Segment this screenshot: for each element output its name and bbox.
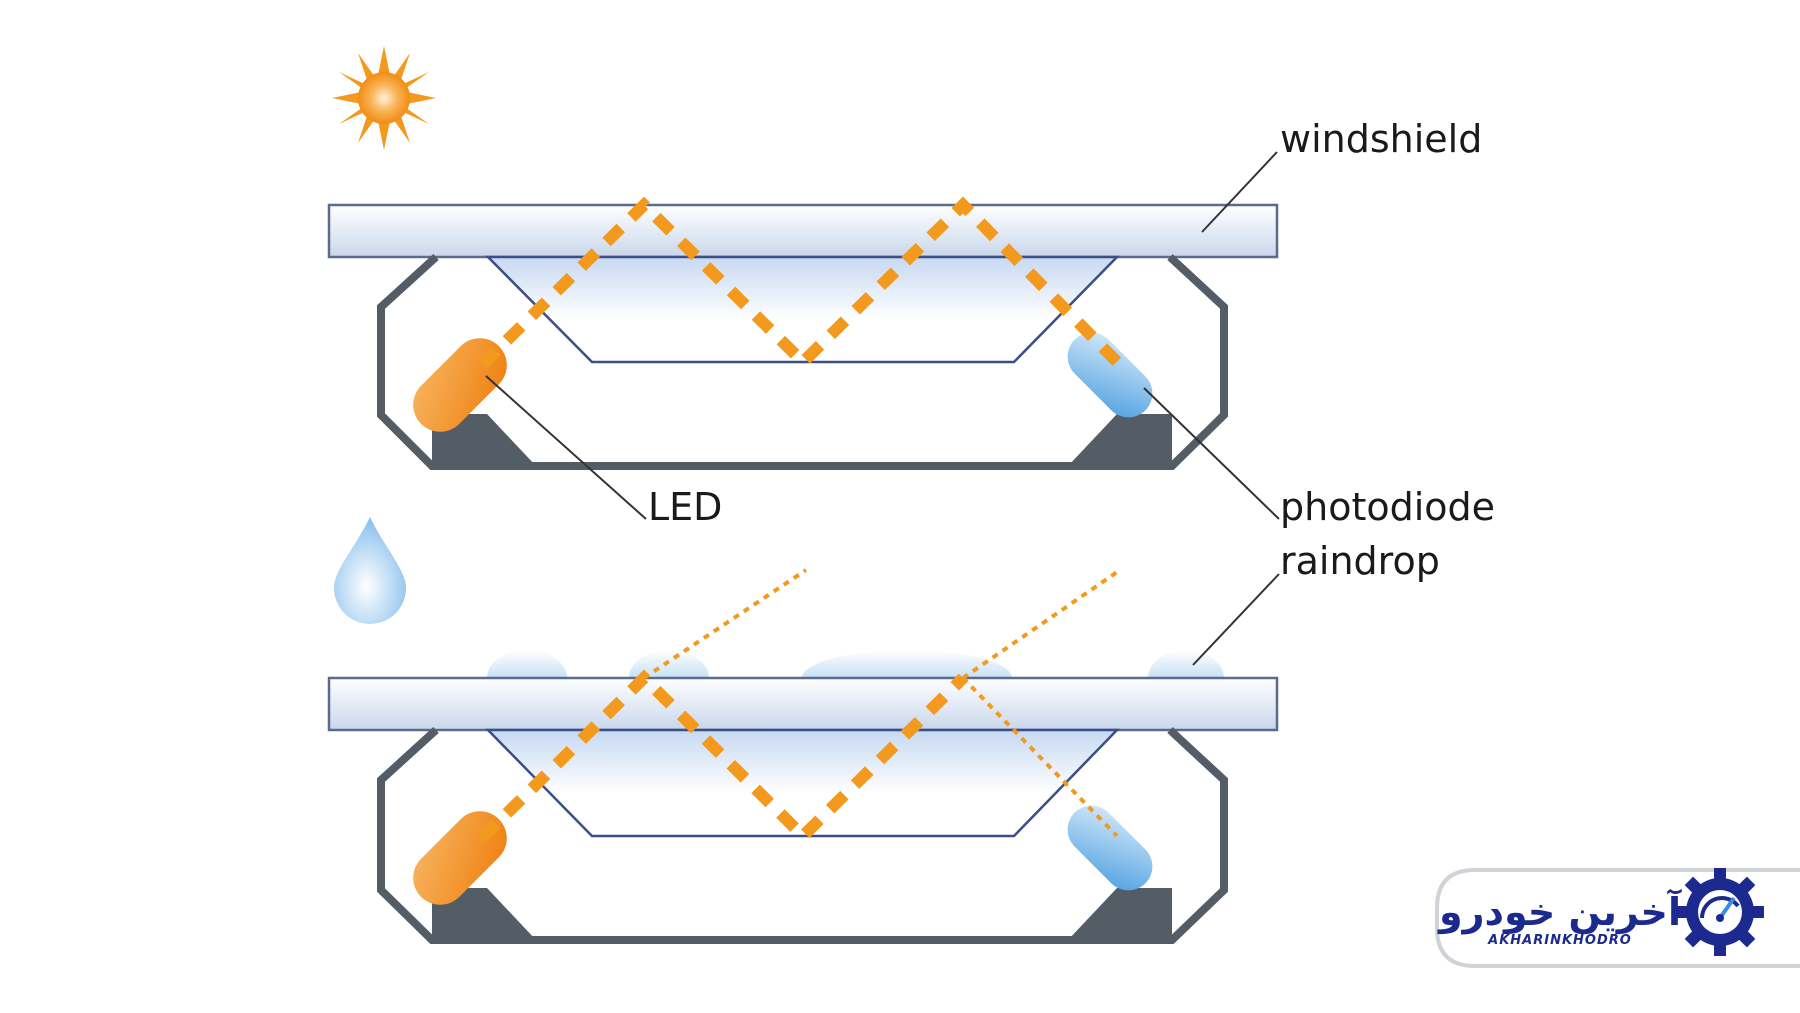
photodiode-top: [1067, 332, 1153, 418]
light-beam-bottom: [477, 669, 968, 845]
sun-icon: [332, 46, 436, 150]
windshield-glass-bottom: [327, 676, 1279, 732]
top-sensor-assembly: [327, 196, 1279, 470]
logo-persian-text: آخرین خودرو: [1437, 888, 1682, 935]
raindrop-icon: [334, 517, 406, 624]
gear-icon: [1676, 868, 1764, 956]
sensor-housing-top: [377, 254, 1228, 470]
prism-bottom: [485, 728, 1120, 838]
led-mount-top: [432, 414, 536, 466]
label-photodiode: photodiode: [1280, 485, 1495, 529]
escaped-beam-2: [961, 568, 1122, 680]
photodiode-bottom: [1067, 805, 1153, 891]
windshield-glass-top: [327, 203, 1279, 259]
leader-windshield: [1201, 151, 1278, 233]
bottom-sensor-assembly: [327, 568, 1279, 944]
label-windshield: windshield: [1280, 117, 1482, 161]
leader-raindrop: [1192, 573, 1280, 666]
photodiode-mount-top: [1068, 414, 1172, 466]
label-raindrop: raindrop: [1280, 539, 1440, 583]
sensor-housing-bottom: [377, 727, 1228, 944]
label-led: LED: [648, 485, 722, 529]
prism-top: [485, 255, 1120, 364]
akharinkhodro-logo: آخرین خودرو AKHARINKHODRO: [1435, 868, 1800, 968]
photodiode-mount-bottom: [1068, 888, 1172, 940]
leader-photodiode: [1143, 387, 1280, 520]
weak-reflection-beam: [961, 676, 1119, 838]
escaped-beam-1: [642, 568, 808, 680]
logo-latin-text: AKHARINKHODRO: [1487, 933, 1632, 948]
leader-led: [485, 375, 647, 520]
led-mount-bottom: [432, 888, 536, 940]
light-beam-top: [477, 196, 1122, 371]
